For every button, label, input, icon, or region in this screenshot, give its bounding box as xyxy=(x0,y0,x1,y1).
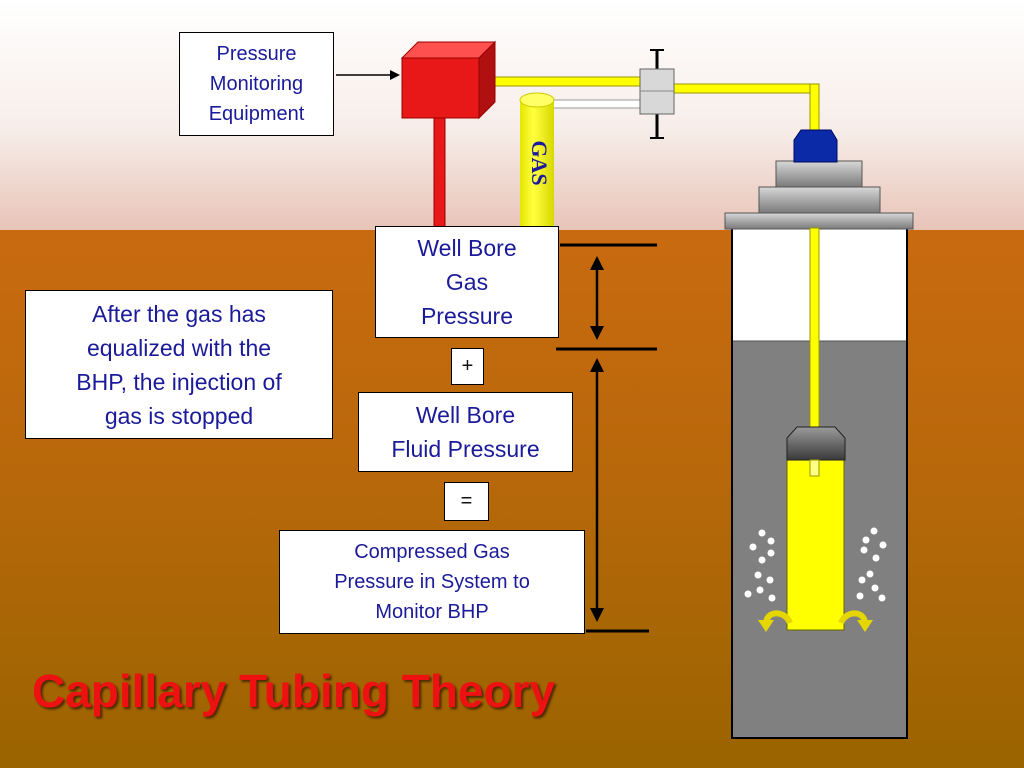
level-lines xyxy=(556,243,657,633)
monitor-support-pipe xyxy=(433,117,446,229)
downhole-chamber xyxy=(786,426,846,631)
pressure-monitor-box xyxy=(400,40,497,120)
explanation-note-text: After the gas has equalized with the BHP… xyxy=(76,300,282,429)
plus-text: + xyxy=(461,355,474,377)
plus-sign: + xyxy=(451,348,484,385)
explanation-note: After the gas has equalized with the BHP… xyxy=(25,290,333,439)
well-bore-fluid-pressure-label: Well Bore Fluid Pressure xyxy=(358,392,573,472)
valve xyxy=(639,49,675,139)
pressure-monitoring-text: Pressure Monitoring Equipment xyxy=(208,43,305,125)
dimension-arrows xyxy=(590,256,604,622)
wellhead xyxy=(724,129,914,230)
compressed-gas-pressure-label: Compressed Gas Pressure in System to Mon… xyxy=(279,530,585,634)
equals-sign: = xyxy=(444,482,489,521)
flow-arrowheads xyxy=(758,620,873,632)
gas-label: GAS xyxy=(527,140,552,185)
equals-text: = xyxy=(460,490,473,512)
slide-title: Capillary Tubing Theory xyxy=(32,665,556,717)
monitor-arrow xyxy=(336,70,400,80)
compressed-gas-pressure-text: Compressed Gas Pressure in System to Mon… xyxy=(334,541,530,623)
gas-cylinder: GAS xyxy=(519,92,555,232)
well-bore-gas-pressure-label: Well Bore Gas Pressure xyxy=(375,226,559,338)
well-bore-fluid-pressure-text: Well Bore Fluid Pressure xyxy=(391,402,540,462)
pressure-monitoring-label: Pressure Monitoring Equipment xyxy=(179,32,334,136)
well-bore-gas-pressure-text: Well Bore Gas Pressure xyxy=(417,235,517,329)
gas-bubbles xyxy=(744,527,887,602)
